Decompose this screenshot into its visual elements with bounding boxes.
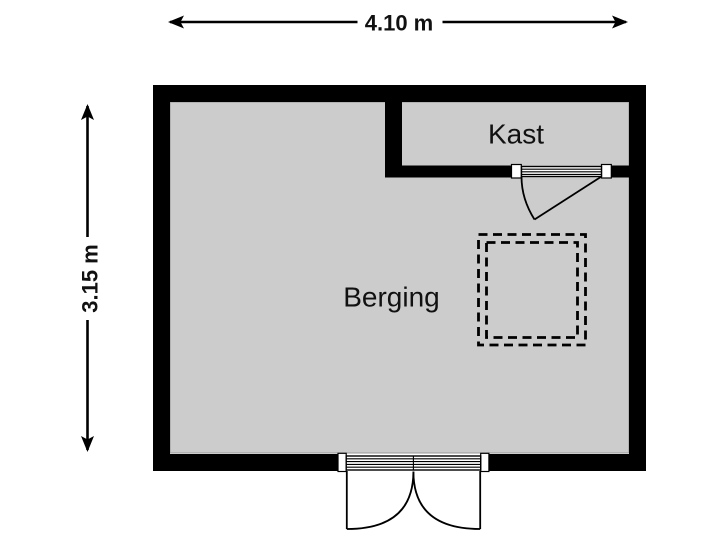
- entry-door-jamb-left: [337, 452, 347, 473]
- kast-wall-horizontal-right: [611, 165, 629, 178]
- kast-wall-vertical: [385, 101, 402, 178]
- wall-bottom-left-segment: [153, 454, 338, 471]
- exterior-walls: [153, 85, 646, 471]
- wall-bottom-right-segment: [488, 454, 646, 471]
- kast-door-jamb-right: [600, 163, 612, 179]
- kast-door-jamb-left: [510, 163, 522, 179]
- arrow-left-icon: [168, 15, 184, 29]
- entry-door-jamb-right: [480, 452, 490, 473]
- skylight-dashed-outline: [477, 233, 587, 347]
- dimension-width: 4.10 m: [168, 8, 628, 37]
- wall-left: [153, 85, 170, 471]
- wall-right: [629, 85, 646, 471]
- dimension-height-pill: [73, 237, 106, 320]
- dimension-height: 3.15 m: [73, 104, 106, 452]
- entry-door-swing-arc-left: [346, 471, 415, 530]
- dimension-width-label: 4.10 m: [365, 10, 434, 35]
- skylight-inner-rect: [485, 241, 579, 339]
- arrow-right-icon: [612, 15, 628, 29]
- dimension-height-label: 3.15 m: [77, 244, 102, 313]
- kast-wall-horizontal-left: [385, 165, 512, 178]
- kast-door-leaf: [534, 175, 602, 221]
- partition-walls: [385, 101, 629, 178]
- arrow-down-icon: [81, 436, 94, 452]
- room-label-berging: Berging: [343, 282, 440, 313]
- kast-door: [510, 163, 612, 221]
- room-label-kast: Kast: [488, 119, 544, 150]
- wall-top: [153, 85, 646, 102]
- skylight-outer-rect: [477, 233, 587, 347]
- entry-door-swing-arc-right: [412, 471, 481, 530]
- arrow-up-icon: [81, 104, 94, 120]
- kast-door-swing-arc: [520, 176, 536, 220]
- dimension-width-pill: [357, 8, 443, 37]
- entry-door-panel-lines: [346, 456, 481, 470]
- entry-double-door: [337, 452, 490, 530]
- kast-door-panel-lines: [521, 168, 602, 175]
